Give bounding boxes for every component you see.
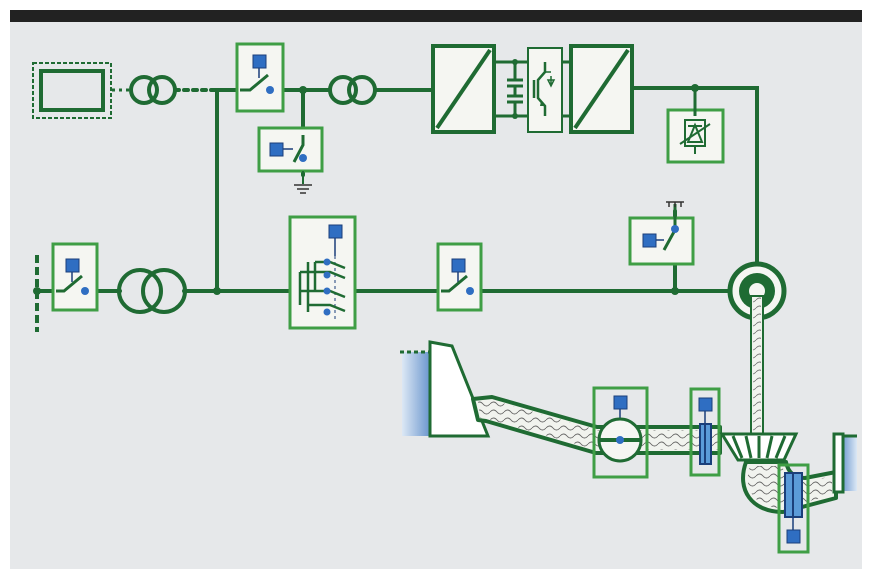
gate-actuator-icon[interactable] (777, 463, 810, 554)
surge-arrester-icon (666, 88, 725, 164)
transformer-icon (129, 75, 177, 105)
circuit-breaker-feeder[interactable] (51, 242, 99, 312)
guide-vane-actuator-icon[interactable] (689, 387, 721, 477)
dc-link-capacitor-icon (494, 60, 571, 118)
earthing-switch-icon[interactable] (257, 126, 324, 194)
reservoir-water (400, 350, 430, 436)
generator-icon (727, 261, 787, 321)
generator-grid-box-icon (32, 62, 112, 119)
main-transformer-icon (117, 268, 187, 314)
circuit-breaker-generator[interactable] (436, 242, 483, 312)
turbine-shaft (750, 295, 764, 435)
dam-icon (428, 340, 491, 438)
transformer-icon (328, 75, 377, 105)
converter-icon (431, 44, 496, 134)
pole-changeover-switch[interactable] (288, 215, 357, 330)
circuit-breaker-top[interactable] (235, 42, 285, 113)
penstock-valve-icon[interactable] (592, 386, 649, 479)
tailwater (832, 432, 857, 494)
disconnector-icon[interactable] (628, 201, 695, 266)
converter-icon (569, 44, 634, 134)
top-frame-bar (10, 10, 862, 22)
turbine-icon (719, 432, 799, 462)
igbt-icon (527, 47, 563, 133)
